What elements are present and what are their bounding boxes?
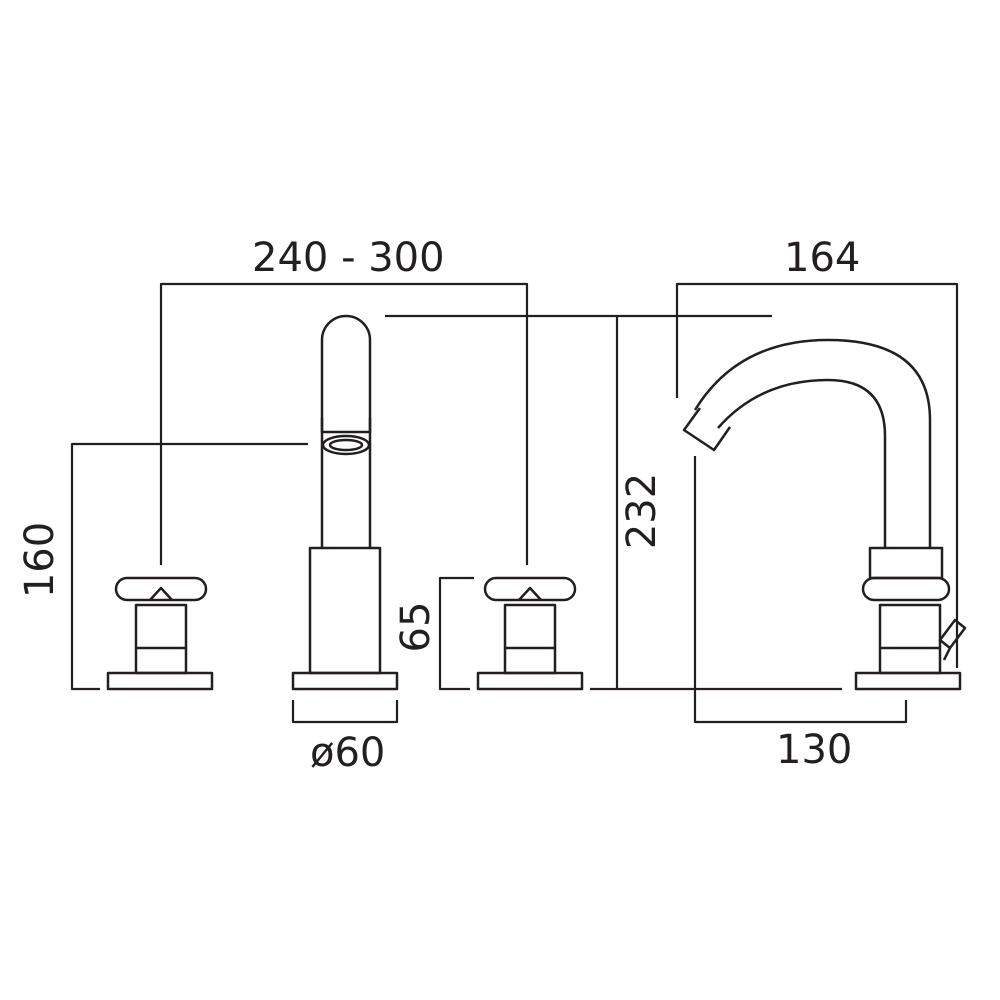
spout-projection-label: 130: [776, 727, 853, 773]
tap-spread-label: 240 - 300: [252, 235, 445, 281]
center-spout-front: [291, 314, 399, 691]
left-cross-handle: [106, 576, 214, 691]
right-cross-handle: [476, 576, 584, 691]
overall-height-label: 160: [17, 521, 63, 599]
side-view-spout: [682, 338, 967, 691]
spout-height-label: 232: [619, 472, 665, 550]
handle-height-label: 65: [393, 601, 439, 653]
base-diameter-label: ø60: [310, 730, 386, 776]
dimension-lines: [70, 282, 959, 724]
spout-reach-label: 164: [784, 235, 861, 281]
